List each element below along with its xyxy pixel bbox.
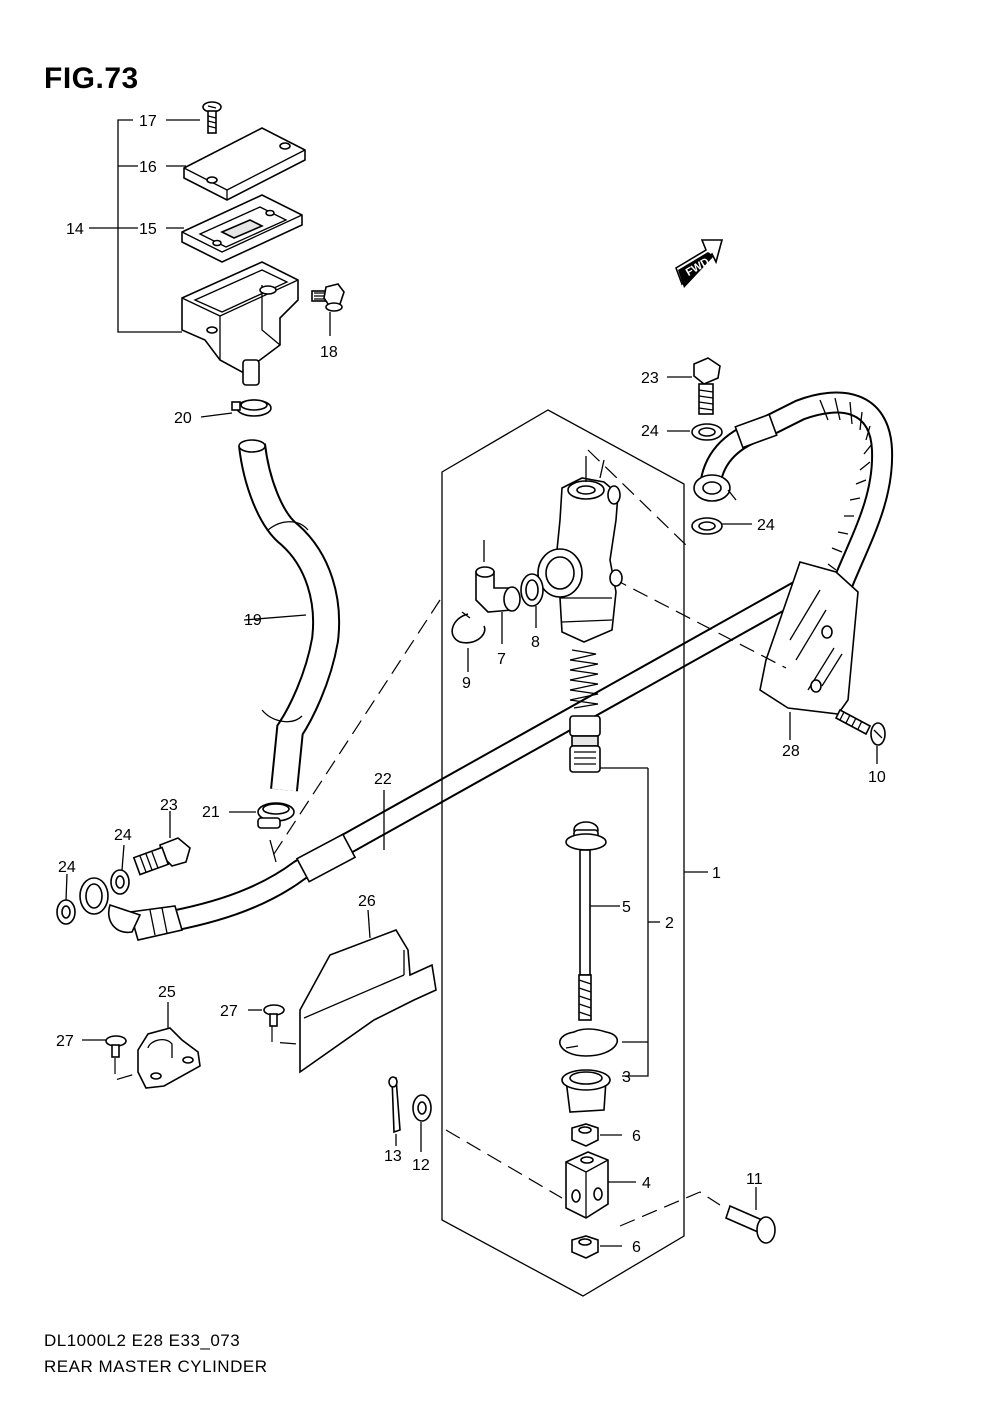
hose-clamp-bracket (137, 1002, 201, 1089)
plain-washer (412, 1094, 432, 1152)
piston-assembly (569, 715, 660, 1077)
fwd-label: FWD (684, 256, 712, 279)
callout-1: 1 (712, 865, 721, 882)
sealing-washer-left-2 (56, 873, 76, 925)
callout-9: 9 (462, 675, 471, 692)
callout-23-right: 23 (641, 370, 659, 387)
callout-26: 26 (358, 893, 376, 910)
callout-11: 11 (746, 1171, 763, 1188)
callout-22: 22 (374, 771, 392, 788)
callout-2: 2 (665, 915, 674, 932)
callout-14: 14 (66, 221, 84, 238)
return-spring (569, 649, 599, 709)
clamp-screw (82, 1035, 143, 1081)
master-cylinder-assembly-outline (269, 409, 787, 1297)
callout-27-lower: 27 (56, 1033, 74, 1050)
callout-16: 16 (139, 159, 157, 176)
callout-24-right-lower: 24 (757, 517, 775, 534)
callout-19: 19 (244, 612, 262, 629)
callout-8: 8 (531, 634, 540, 651)
reservoir-cap (183, 127, 306, 201)
callout-24-right-upper: 24 (641, 423, 659, 440)
cotter-pin (388, 1076, 401, 1146)
forward-arrow-icon: FWD (675, 239, 724, 288)
callout-5: 5 (622, 899, 631, 916)
callout-24-left-lower: 24 (58, 859, 76, 876)
guard-screw (248, 1004, 299, 1045)
banjo-bolt-left (132, 811, 191, 876)
callout-10: 10 (868, 769, 886, 786)
callout-12: 12 (412, 1157, 430, 1174)
clevis (565, 1151, 636, 1219)
callout-3: 3 (622, 1069, 631, 1086)
sealing-washer-right-2 (691, 517, 752, 535)
reservoir-diaphragm (181, 194, 303, 263)
push-rod (565, 821, 620, 1021)
reservoir-cap-screw (202, 101, 222, 134)
rear-brake-hose (79, 580, 806, 941)
clevis-pin (725, 1187, 776, 1244)
hose-connector (475, 540, 521, 644)
callout-28: 28 (782, 743, 800, 760)
figure-name: REAR MASTER CYLINDER (44, 1357, 268, 1376)
callout-6-upper: 6 (632, 1128, 641, 1145)
dust-boot (561, 1069, 611, 1113)
callout-25: 25 (158, 984, 176, 1001)
sealing-washer-left-1 (110, 844, 130, 895)
callout-labels: 17 16 15 14 18 20 19 21 22 23 24 24 23 2… (56, 113, 886, 1256)
hose-clamp-lower (229, 802, 295, 863)
callout-21: 21 (202, 804, 220, 821)
bracket-bolt (834, 708, 886, 764)
reservoir-body (181, 261, 299, 386)
model-code: DL1000L2 E28 E33_073 (44, 1331, 241, 1350)
callout-24-left-upper: 24 (114, 827, 132, 844)
banjo-bolt-right (667, 357, 721, 415)
master-cylinder-body (537, 456, 623, 643)
o-ring (520, 573, 544, 628)
circlip-connector (451, 611, 486, 672)
callout-6-lower: 6 (632, 1239, 641, 1256)
lock-nut-upper (571, 1123, 622, 1147)
callout-15: 15 (139, 221, 157, 238)
callout-4: 4 (642, 1175, 651, 1192)
reservoir-hose (238, 439, 341, 792)
reservoir-mount-bolt (311, 283, 345, 336)
reservoir-group-bracket (89, 119, 200, 333)
callout-20: 20 (174, 410, 192, 427)
callout-18: 18 (320, 344, 338, 361)
figure-title: FIG.73 (44, 62, 139, 95)
callout-27-upper: 27 (220, 1003, 238, 1020)
callout-13: 13 (384, 1148, 402, 1165)
hose-guard (299, 909, 437, 1074)
circlip-push-rod (559, 1028, 619, 1057)
sealing-washer-right-1 (667, 423, 723, 441)
callout-7: 7 (497, 651, 506, 668)
hose-clamp-upper (200, 399, 272, 418)
lock-nut-lower (571, 1235, 622, 1259)
reservoir-outlet-hose (693, 391, 894, 595)
callout-17: 17 (139, 113, 157, 130)
callout-23-left: 23 (160, 797, 178, 814)
